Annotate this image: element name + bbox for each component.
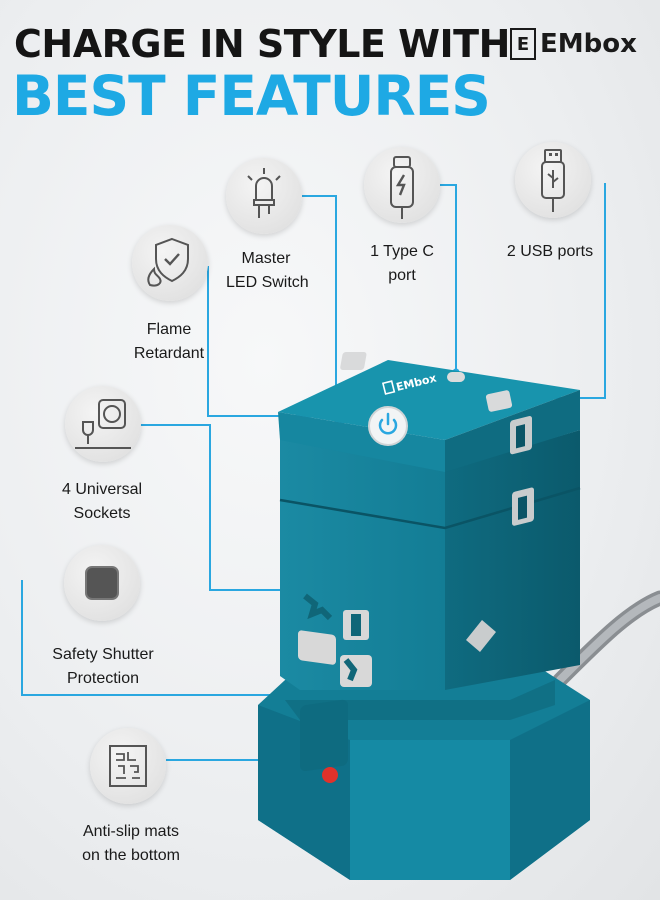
side-socket-1: [510, 416, 532, 455]
usb-port-1: [340, 352, 367, 370]
type-c-cable-icon: [364, 147, 440, 223]
front-socket-2: [340, 655, 372, 687]
headline-line-2: BEST FEATURES: [12, 64, 491, 128]
usb-cable-icon: [515, 142, 591, 218]
flame-shield-icon: [132, 225, 208, 301]
logo-text: EMbox: [540, 29, 637, 59]
headline-line-1: CHARGE IN STYLE WITH: [14, 22, 510, 66]
logo-mark-icon: E: [510, 28, 536, 60]
brand-logo: E EMbox: [510, 24, 637, 64]
base-power-switch: [300, 699, 348, 772]
anti-slip-mat-icon: [90, 728, 166, 804]
master-switch-button: [368, 406, 408, 446]
device-body: [280, 438, 445, 690]
front-socket-1: [298, 593, 369, 665]
type-c-port: [447, 372, 465, 382]
led-bulb-icon: [226, 158, 302, 234]
safety-shutter-icon: [64, 545, 140, 621]
usb-port-2: [485, 390, 513, 412]
indicator-light: [322, 767, 338, 783]
feature-label-usb: 2 USB ports: [506, 243, 594, 260]
wall-socket-icon: [65, 386, 141, 462]
side-socket-2: [466, 487, 534, 652]
